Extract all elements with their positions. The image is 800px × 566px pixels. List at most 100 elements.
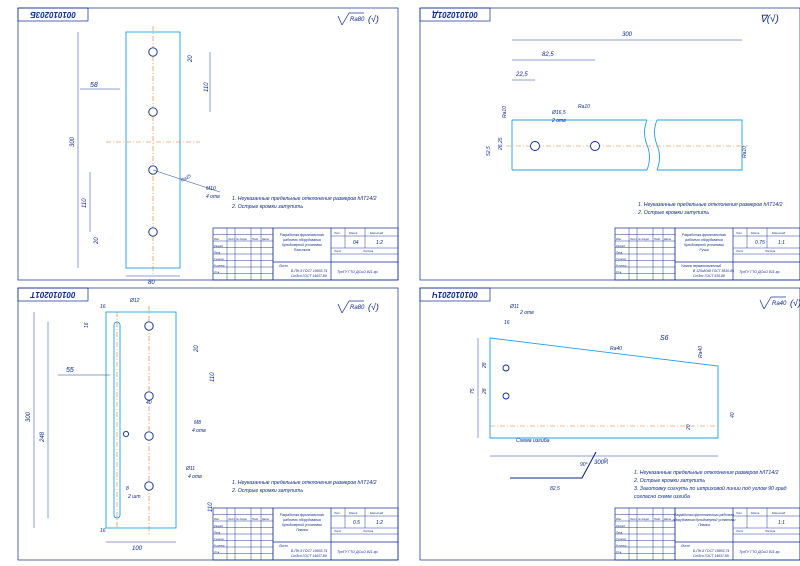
dim-22-5: 22,5 xyxy=(515,72,528,78)
dim-ra40-a: Ra40 xyxy=(610,346,622,352)
part-title: рабочего оборудования xyxy=(282,238,321,242)
stamp-header: Изм. xyxy=(616,237,622,241)
material-spec: В 125х80х8 ГОСТ 8510-86 xyxy=(693,269,734,273)
material-spec: Б-ПН-5 ГОСТ 19903-74 xyxy=(291,269,327,273)
dim-110: 110 xyxy=(210,372,216,382)
roughness-value: Ra80 xyxy=(350,305,365,311)
stamp-role: Н.контр. xyxy=(214,544,225,548)
stamp-header: Дата xyxy=(261,237,269,241)
roughness-value: Ra80 xyxy=(350,17,365,23)
stamp-scale-label: Масштаб xyxy=(370,511,383,515)
dim-4holes-11: 4 отв xyxy=(188,474,202,480)
stamp-sheets-label: Листов xyxy=(764,249,776,253)
stamp-header: Подп. xyxy=(252,517,259,521)
stamp-scale-label: Масштаб xyxy=(772,511,785,515)
stamp-header: Лист xyxy=(629,517,638,521)
stamp-role: Утв. xyxy=(214,550,220,554)
stamp-sheets-label: Листов xyxy=(764,529,776,533)
drawing-code: 001010201Т xyxy=(29,290,75,299)
dim-110: 110 xyxy=(82,198,88,208)
technical-note: 2. Острые кромки затупить xyxy=(231,204,303,210)
stamp-lit-label: Лит. xyxy=(735,511,743,515)
stamp-mass-label: Масса xyxy=(751,231,760,235)
dim-dia-11: Ø11 xyxy=(185,466,195,472)
dim-82-5: 82,5 xyxy=(542,52,554,58)
dim-2slots: 2 шт xyxy=(127,494,141,500)
stamp-role: Разраб. xyxy=(616,524,626,528)
dim-2holes: 2 отв xyxy=(519,310,534,316)
technical-note: 1. Неуказанные предельные отклонения раз… xyxy=(638,202,783,208)
stamp-role: Разраб. xyxy=(616,244,626,248)
dim-300: 300 xyxy=(26,411,32,422)
hole xyxy=(148,107,158,117)
sheet-frame xyxy=(419,287,800,561)
dim-20-top: 20 xyxy=(188,55,194,63)
stamp-header: Изм. xyxy=(616,517,622,521)
drawing-code: 001010201Ч xyxy=(432,290,478,299)
dim-ra10: Ra10 xyxy=(502,106,508,118)
drawing-code: 001010201Д xyxy=(432,10,478,19)
stamp-scale-value: 1:2 xyxy=(376,240,383,246)
stamp-mass-label: Масса xyxy=(751,511,760,515)
dim-2holes: 2 отв xyxy=(551,118,566,124)
part-title: Разработка фронтального xyxy=(280,233,325,237)
dim-110-right: 110 xyxy=(204,82,210,92)
dim-4holes-m8: 4 отв xyxy=(192,428,206,434)
dim-248: 248 xyxy=(40,431,46,443)
technical-note: согласно схеме изгиба xyxy=(634,494,690,500)
dim-80: 80 xyxy=(148,280,155,286)
stamp-header: Дата xyxy=(663,237,671,241)
hole xyxy=(590,141,600,151)
stamp-header: Дата xyxy=(261,517,269,521)
sheet-frame xyxy=(17,7,399,281)
roughness-symbol xyxy=(341,12,350,26)
hole xyxy=(530,141,540,151)
stamp-sheets-label: Листов xyxy=(362,249,374,253)
part-title: рабочего оборудования xyxy=(282,518,321,522)
code-box xyxy=(17,7,89,22)
dim-dia-11: Ø11 xyxy=(509,304,519,310)
material-spec: Ст3сп ГОСТ 14637-89 xyxy=(291,554,327,558)
dim-20: 20 xyxy=(194,345,200,353)
material-spec: Лист xyxy=(278,544,288,548)
code-box xyxy=(419,7,491,22)
dim-20: 20 xyxy=(686,424,692,431)
sheet-frame xyxy=(419,7,800,281)
stamp-role: Т.контр. xyxy=(214,257,225,261)
hole xyxy=(144,481,154,491)
stamp-header: Изм. xyxy=(214,517,220,521)
roughness-symbol xyxy=(337,303,343,314)
part-title: бульдозерной установки xyxy=(684,243,724,247)
stamp-role: Разраб. xyxy=(214,524,224,528)
roughness-symbol xyxy=(759,299,765,310)
stamp-lit-label: Лит. xyxy=(333,511,341,515)
roughness-bracket: (√) xyxy=(368,14,379,24)
part-title: бульдозерной установки xyxy=(282,243,322,247)
stamp-header: Лист xyxy=(227,517,236,521)
material-spec: Уголок неравнополочный xyxy=(681,264,721,268)
dim-4holes: 4 отв xyxy=(206,194,220,200)
roughness-bracket: (√) xyxy=(368,302,379,312)
part-title: бульдозерной установки xyxy=(282,523,322,527)
stamp-header: Дата xyxy=(663,517,671,521)
dim-16-bottom: 16 xyxy=(100,528,106,534)
stamp-scale-value: 1:2 xyxy=(376,520,383,526)
stamp-mass-value: 0.5 xyxy=(353,520,360,526)
plate-outline xyxy=(105,311,177,529)
dim-300: 300 xyxy=(70,136,76,147)
stamp-role: Т.контр. xyxy=(616,257,627,261)
dim-100: 100 xyxy=(132,546,143,552)
stamp-role: Пров. xyxy=(616,531,623,535)
stamp-scale-value: 1:1 xyxy=(778,520,785,526)
code-box xyxy=(17,287,89,302)
dim-40: 40 xyxy=(730,412,736,418)
dim-300: 300 xyxy=(594,460,605,466)
roughness-symbol xyxy=(341,300,350,314)
dim-40: 40 xyxy=(146,400,152,406)
dim-m10: М10 xyxy=(206,186,216,192)
technical-note: 1. Неуказанные предельные отклонения раз… xyxy=(634,470,779,476)
technical-note: 2. Острые кромки затупить xyxy=(633,478,705,484)
